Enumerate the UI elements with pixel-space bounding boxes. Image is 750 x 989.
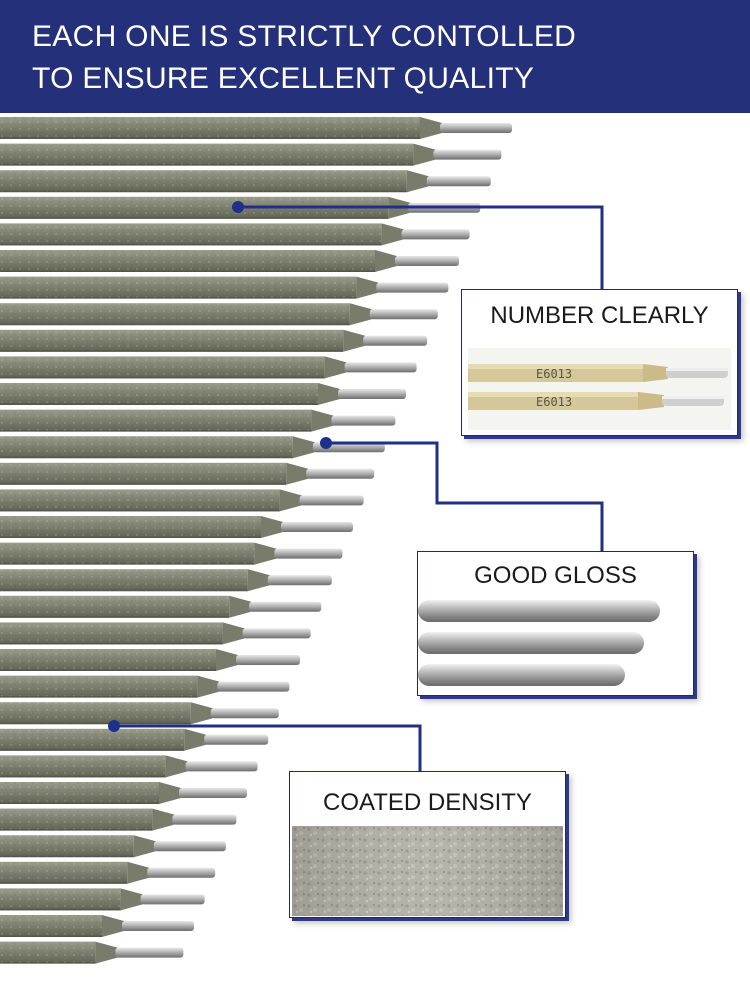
- electrode-rod: [0, 489, 364, 512]
- electrode-rod: [0, 595, 322, 618]
- callout-coated-density: COATED DENSITY: [289, 771, 566, 918]
- electrode-rod: [0, 808, 237, 831]
- electrode-rod: [0, 143, 502, 166]
- electrode-rod: [0, 303, 438, 326]
- electrode-rods-photo: [0, 117, 604, 964]
- electrode-rod: [0, 941, 184, 964]
- electrode-rod: [0, 383, 406, 405]
- callout-good-gloss: GOOD GLOSS: [417, 551, 694, 696]
- electrode-rod: [0, 861, 216, 884]
- number-closeup-photo: E6013 E6013: [468, 348, 731, 430]
- connector-dot-density: [108, 720, 120, 732]
- electrode-rod: [0, 117, 512, 139]
- electrode-rod: [0, 782, 247, 804]
- electrode-rod: [0, 675, 290, 698]
- rod-marking-1: E6013: [536, 367, 572, 381]
- electrode-rod: [0, 250, 459, 272]
- connector-dot-number: [232, 201, 244, 213]
- electrode-rod: [0, 915, 194, 937]
- electrode-rod: [0, 542, 343, 565]
- electrode-rod: [0, 409, 396, 432]
- connector-density: [114, 724, 422, 771]
- electrode-rod: [0, 462, 375, 485]
- callout-gloss-title: GOOD GLOSS: [474, 562, 637, 589]
- header-banner: EACH ONE IS STRICTLY CONTOLLED TO ENSURE…: [0, 0, 750, 113]
- electrode-rod: [0, 755, 258, 778]
- electrode-rod: [0, 728, 269, 751]
- connector-lines: [114, 205, 604, 771]
- electrode-rod: [0, 649, 300, 671]
- electrode-rod: [0, 569, 332, 592]
- electrode-rod: [0, 835, 226, 858]
- electrode-rod: [0, 223, 470, 246]
- connector-dot-gloss: [320, 437, 332, 449]
- callout-density-title: COATED DENSITY: [323, 789, 532, 816]
- coating-texture-photo: [292, 826, 563, 916]
- rod-marking-2: E6013: [536, 395, 572, 409]
- connector-gloss: [326, 441, 604, 551]
- connector-number: [238, 205, 604, 289]
- electrode-rod: [0, 888, 205, 911]
- electrode-rod: [0, 622, 311, 645]
- electrode-rod: [0, 516, 353, 538]
- electrode-rod: [0, 702, 279, 725]
- gloss-rods-illustration: [418, 600, 660, 686]
- header-line-2: TO ENSURE EXCELLENT QUALITY: [32, 62, 535, 95]
- callout-number-clearly: NUMBER CLEARLY E6013 E6013: [461, 289, 738, 436]
- electrode-rod: [0, 436, 385, 459]
- electrode-rod: [0, 356, 417, 379]
- header-line-1: EACH ONE IS STRICTLY CONTOLLED: [32, 20, 577, 53]
- electrode-rod: [0, 276, 449, 299]
- electrode-rod: [0, 170, 491, 193]
- electrode-rod: [0, 329, 428, 352]
- callout-number-title: NUMBER CLEARLY: [490, 302, 709, 329]
